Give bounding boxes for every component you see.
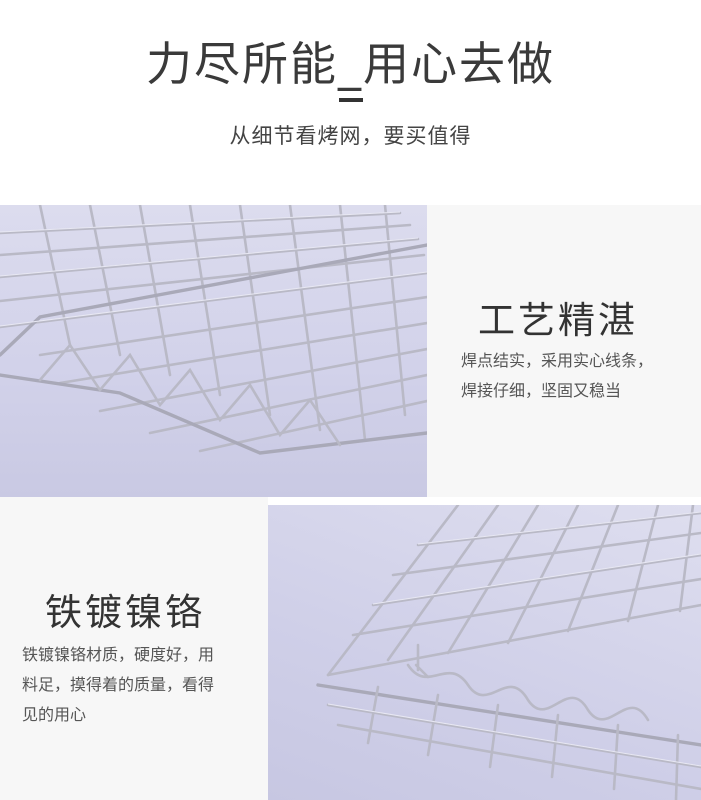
feature-desc-material: 铁镀镍铬材质，硬度好，用 料足，摸得着的质量，看得 见的用心 — [22, 640, 254, 730]
feature-desc-line: 焊点结实，采用实心线条， — [461, 351, 654, 370]
header-section: 力尽所能_用心去做 从细节看烤网，要买值得 — [0, 0, 701, 205]
grill-rack-photo-bottom — [268, 505, 701, 800]
page-subtitle: 从细节看烤网，要买值得 — [229, 124, 472, 148]
title-underline — [339, 98, 363, 102]
feature-desc-craft: 焊点结实，采用实心线条， 焊接仔细，坚固又稳当 — [461, 346, 701, 406]
feature-desc-line: 焊接仔细，坚固又稳当 — [461, 381, 622, 400]
feature-desc-line: 料足，摸得着的质量，看得 — [22, 675, 215, 694]
feature-panel-craft — [427, 205, 701, 497]
page-title: 力尽所能_用心去做 — [146, 37, 555, 91]
feature-title-material: 铁镀镍铬 — [45, 591, 205, 634]
grill-rack-photo-top — [0, 205, 427, 497]
feature-panel-material — [0, 497, 268, 800]
feature-title-craft: 工艺精湛 — [478, 299, 638, 342]
feature-desc-line: 见的用心 — [22, 705, 87, 724]
feature-desc-line: 铁镀镍铬材质，硬度好，用 — [22, 645, 215, 664]
